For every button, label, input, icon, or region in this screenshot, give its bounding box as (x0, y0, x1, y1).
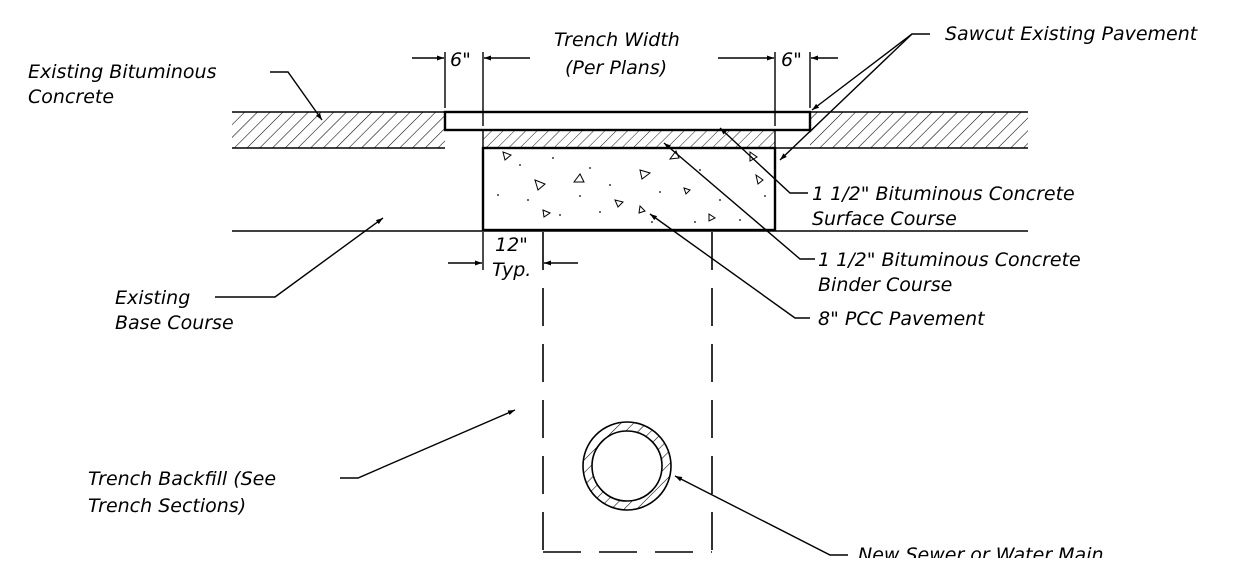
trench-backfill-label-1: Trench Backfill (See (88, 468, 276, 490)
binder-course-label-1: 1 1/2" Bituminous Concrete (818, 249, 1081, 271)
new-main-label: New Sewer or Water Main (858, 544, 1104, 558)
existing-base-label-2: Base Course (115, 312, 234, 334)
concrete-stipple-dots (497, 157, 766, 223)
surface-course (443, 110, 812, 132)
existing-bituminous-label-2: Concrete (28, 86, 114, 108)
existing-base-label-1: Existing (115, 287, 190, 309)
trench-backfill-label-2: Trench Sections) (88, 495, 246, 517)
dim-typ: Typ. (492, 259, 531, 281)
pcc-pavement-label: 8" PCC Pavement (818, 308, 986, 330)
trench-width-label: Trench Width (554, 29, 680, 51)
surface-course-label-1: 1 1/2" Bituminous Concrete (812, 183, 1075, 205)
pipe-inner (591, 430, 663, 502)
dim-6-right: 6" (781, 49, 802, 71)
surface-course-label-2: Surface Course (812, 208, 957, 230)
dim-12: 12" (495, 234, 528, 256)
pcc-pavement (481, 146, 777, 232)
existing-bituminous-label-1: Existing Bituminous (28, 61, 217, 83)
sawcut-label: Sawcut Existing Pavement (945, 23, 1199, 45)
existing-pavement-left (232, 112, 445, 148)
binder-course-label-2: Binder Course (818, 274, 952, 296)
existing-pavement-right (810, 112, 1028, 148)
dim-6-left: 6" (450, 49, 471, 71)
concrete-stipple-pattern (502, 150, 764, 222)
per-plans-label: (Per Plans) (565, 57, 667, 79)
